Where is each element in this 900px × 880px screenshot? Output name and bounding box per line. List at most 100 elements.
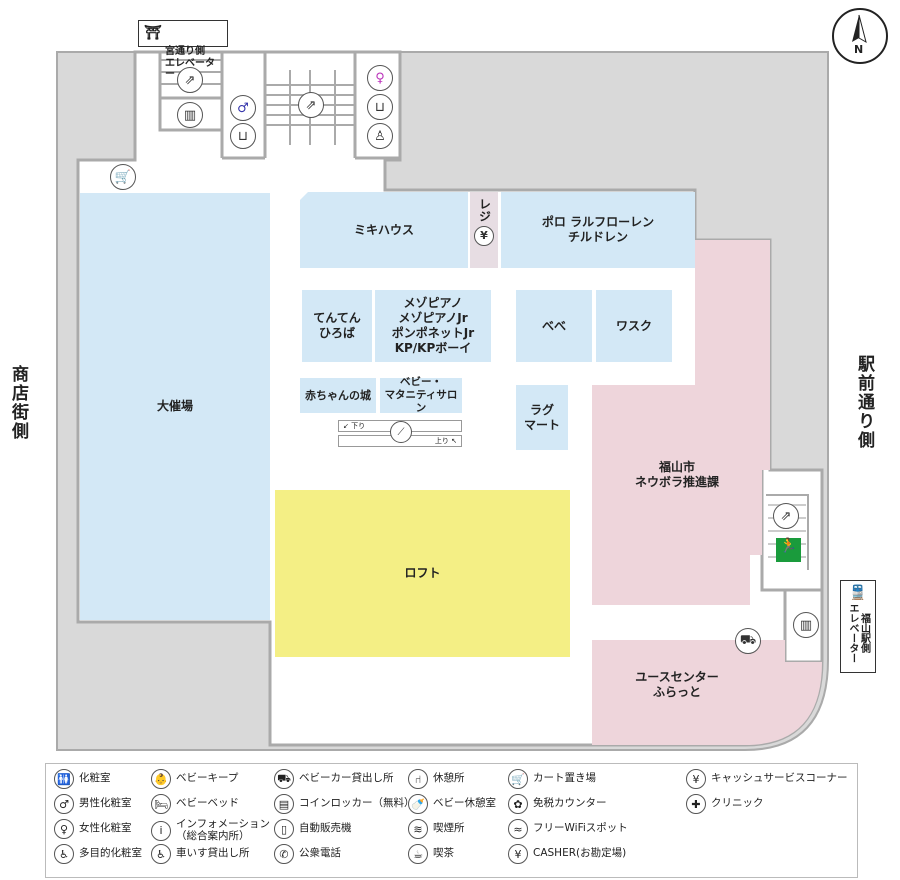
baby-keep-icon: ♙ bbox=[367, 123, 393, 149]
area-register[interactable]: レジ ¥ bbox=[470, 192, 498, 268]
area-wask[interactable]: ワスク bbox=[596, 290, 672, 362]
area-ragmart[interactable]: ラグ マート bbox=[516, 385, 568, 450]
legend-label: ベビー休憩室 bbox=[433, 797, 496, 810]
legend-item: 🍼 ベビー休憩室 bbox=[408, 794, 496, 814]
legend-label: 休憩所 bbox=[433, 772, 465, 785]
area-bebe[interactable]: べべ bbox=[516, 290, 592, 362]
area-loft[interactable]: ロフト bbox=[275, 490, 570, 657]
legend-label: 女性化粧室 bbox=[79, 822, 132, 835]
legend-label: クリニック bbox=[711, 797, 764, 810]
area-youth-center[interactable]: ユースセンター ふらっと bbox=[635, 670, 719, 699]
miyadori-elevator-label: 宮通り側 エレベーター bbox=[165, 46, 215, 80]
fukuyama-station-elevator-label: 福山駅側 エレベーター bbox=[847, 603, 870, 664]
legend-item: ☕ 喫茶 bbox=[408, 844, 454, 864]
area-mikihouse[interactable]: ミキハウス bbox=[353, 222, 414, 237]
stairs-icon: ⇗ bbox=[177, 67, 203, 93]
side-label-right: 駅前通り側 bbox=[854, 355, 874, 450]
area-daisaijo[interactable]: 大催場 bbox=[80, 193, 270, 620]
area-baby-salon[interactable]: ベビー・ マタニティサロン bbox=[380, 376, 462, 414]
legend-label: 車いす貸出し所 bbox=[176, 847, 250, 860]
smoking-area-icon: ≋ bbox=[408, 819, 428, 839]
torii-icon: ⛩ bbox=[144, 25, 162, 41]
legend-label: 多目的化粧室 bbox=[79, 847, 142, 860]
area-mezzo[interactable]: メゾピアノ メゾピアノJr ポンポネットJr KP/KPボーイ bbox=[375, 290, 491, 362]
legend-item: 🛏 ベビーベッド bbox=[151, 794, 239, 814]
legend-label: 男性化粧室 bbox=[79, 797, 132, 810]
compass: N bbox=[832, 8, 888, 64]
cart-icon: 🛒 bbox=[508, 769, 528, 789]
stairs-icon: ⇗ bbox=[773, 503, 799, 529]
compass-arrow-icon bbox=[852, 14, 867, 44]
legend-item: 🚻化粧室 bbox=[54, 769, 111, 789]
area-akachan[interactable]: 赤ちゃんの城 bbox=[300, 378, 376, 413]
area-tenten[interactable]: てんてん ひろば bbox=[302, 290, 372, 362]
stairs-icon: ⇗ bbox=[298, 92, 324, 118]
rest-area-icon: ⑁ bbox=[408, 769, 428, 789]
legend-item: ♿ 車いす貸出し所 bbox=[151, 844, 250, 864]
elevator-icon: ▥ bbox=[793, 612, 819, 638]
youth-center-area-shape bbox=[592, 640, 822, 745]
information-icon: i bbox=[151, 820, 171, 841]
escalator[interactable]: ↙ 下り 上り ↖ ⟋ bbox=[338, 418, 462, 449]
stroller-rental-icon: ⛟ bbox=[274, 769, 294, 789]
mens-restroom-icon: ♂ bbox=[230, 95, 256, 121]
cart-icon: 🛒 bbox=[110, 164, 136, 190]
atm-icon: ¥ bbox=[686, 769, 706, 789]
elevator-icon: ▥ bbox=[177, 102, 203, 128]
legend-item: ¥ CASHER(お勘定場) bbox=[508, 844, 626, 864]
legend-label: 喫煙所 bbox=[433, 822, 465, 835]
clinic-icon: ✚ bbox=[686, 794, 706, 814]
legend-item: ▯ 自動販売機 bbox=[274, 819, 352, 839]
legend-label: 免税カウンター bbox=[533, 797, 607, 810]
legend-label: カート置き場 bbox=[533, 772, 596, 785]
legend-item: ⑁ 休憩所 bbox=[408, 769, 465, 789]
area-polo[interactable]: ポロ ラルフローレン チルドレン bbox=[501, 192, 695, 268]
legend-item: ♀女性化粧室 bbox=[54, 819, 132, 839]
legend-item: ♂ 男性化粧室 bbox=[54, 794, 132, 814]
legend-label: インフォメーション （総合案内所） bbox=[176, 818, 270, 842]
payphone-icon: ✆ bbox=[274, 844, 294, 864]
legend-item: ≋ 喫煙所 bbox=[408, 819, 465, 839]
legend-label: ベビーベッド bbox=[176, 797, 239, 810]
legend-item: ⛟ ベビーカー貸出し所 bbox=[274, 769, 394, 789]
legend-label: ベビーキープ bbox=[176, 772, 239, 785]
legend-label: ベビーカー貸出し所 bbox=[299, 772, 394, 785]
baby-bed-icon: 🛏 bbox=[151, 794, 171, 814]
wifi-icon: ≈ bbox=[508, 819, 528, 839]
legend-label: 自動販売機 bbox=[299, 822, 352, 835]
legend-item: ≈ フリーWiFiスポット bbox=[508, 819, 628, 839]
legend-item: ✿ 免税カウンター bbox=[508, 794, 607, 814]
mens-restroom-icon: ♂ bbox=[54, 794, 74, 814]
baby-rest-room-icon: 🍼 bbox=[408, 794, 428, 814]
cashier-icon: ¥ bbox=[474, 226, 494, 246]
register-label: レジ bbox=[477, 198, 492, 222]
restroom-icon: 🚻 bbox=[54, 769, 74, 789]
vending-machine-icon: ▯ bbox=[274, 819, 294, 839]
legend-item: ♿多目的化粧室 bbox=[54, 844, 142, 864]
emergency-exit-icon: 🏃 bbox=[776, 538, 801, 562]
side-label-left: 商店街側 bbox=[8, 365, 28, 441]
legend-label: 喫茶 bbox=[433, 847, 454, 860]
legend-label: コインロッカー（無料） bbox=[299, 797, 415, 810]
escalator-icon: ⟋ bbox=[390, 421, 412, 443]
fukuyama-area-shape bbox=[592, 240, 770, 605]
legend-item: ¥ キャッシュサービスコーナー bbox=[686, 769, 848, 789]
wheelchair-rental-icon: ♿ bbox=[151, 844, 171, 864]
escalator-up-label: 上り bbox=[434, 437, 449, 445]
cafe-icon: ☕ bbox=[408, 844, 428, 864]
cashier-icon: ¥ bbox=[508, 844, 528, 864]
legend-label: キャッシュサービスコーナー bbox=[711, 772, 848, 785]
legend-item: 🛒 カート置き場 bbox=[508, 769, 596, 789]
tax-free-icon: ✿ bbox=[508, 794, 528, 814]
coin-locker-icon: ▤ bbox=[274, 794, 294, 814]
legend-label: CASHER(お勘定場) bbox=[533, 847, 627, 860]
legend-item: ✆公衆電話 bbox=[274, 844, 341, 864]
legend-item: ✚ クリニック bbox=[686, 794, 764, 814]
legend-item: ▤ コインロッカー（無料） bbox=[274, 794, 415, 814]
area-fukuyama[interactable]: 福山市 ネウボラ推進課 bbox=[634, 460, 719, 489]
stroller-rental-icon: ⛟ bbox=[735, 628, 761, 654]
mikihouse-shape bbox=[300, 192, 468, 268]
legend-label: フリーWiFiスポット bbox=[533, 822, 628, 835]
